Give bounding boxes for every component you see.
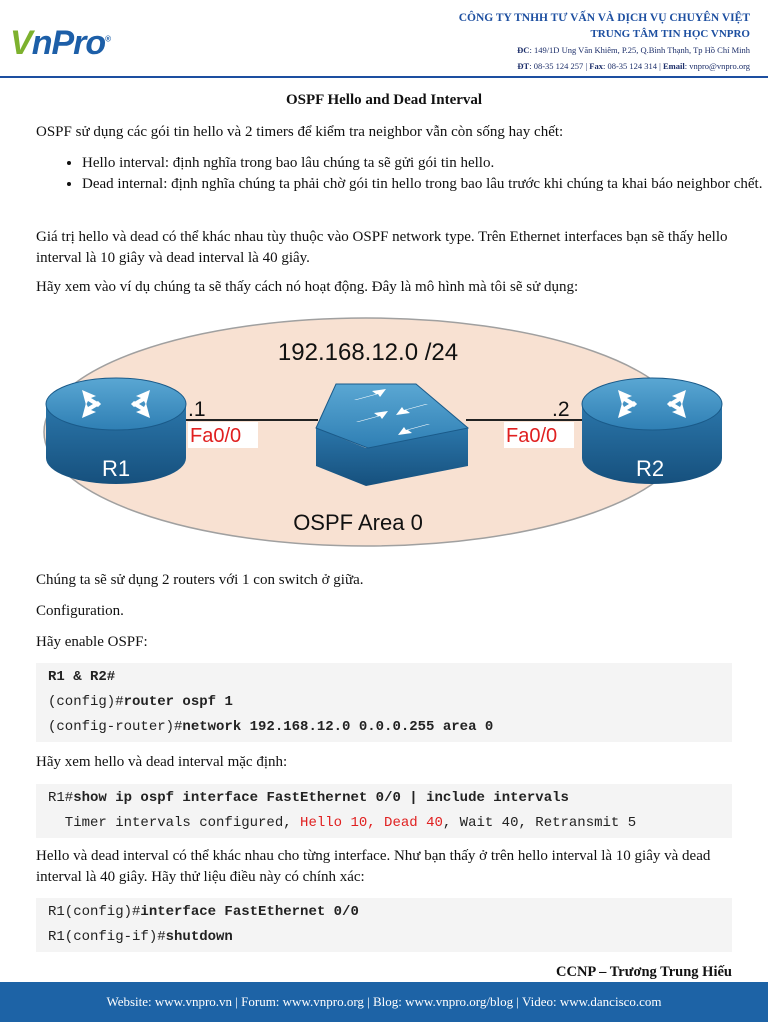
r1-interface-label: Fa0/0 (190, 425, 241, 447)
code-line: R1(config)#interface FastEthernet 0/0 (48, 904, 359, 920)
list-item: Hello interval: định nghĩa trong bao lâu… (82, 153, 768, 174)
network-label: 192.168.12.0 /24 (278, 339, 458, 366)
example-paragraph: Hãy xem vào ví dụ chúng ta sẽ thấy cách … (36, 279, 579, 295)
intro-paragraph: OSPF sử dụng các gói tin hello và 2 time… (36, 124, 564, 140)
company-contacts: ĐT: 08-35 124 257 | Fax: 08-35 124 314 |… (517, 61, 750, 71)
topology-diagram: R1 R2 192.168.12.0 /24 OSPF Area 0 .1 .2… (43, 317, 723, 547)
footer-links: Website: www.vnpro.vn | Forum: www.vnpro… (106, 994, 662, 1009)
code-block-enable-ospf: R1 & R2# (config)#router ospf 1 (config-… (36, 663, 732, 742)
verify-paragraph: Hello và dead interval có thể khác nhau … (36, 848, 711, 885)
company-name: CÔNG TY TNHH TƯ VẤN VÀ DỊCH VỤ CHUYÊN VI… (458, 12, 750, 24)
code-block-shutdown: R1(config)#interface FastEthernet 0/0 R1… (36, 898, 732, 952)
code-line: (config-router)#network 192.168.12.0 0.0… (48, 719, 494, 735)
configuration-heading: Configuration. (36, 603, 124, 619)
r1-ip-label: .1 (188, 398, 206, 421)
network-type-paragraph: Giá trị hello và dead có thể khác nhau t… (36, 229, 728, 266)
r2-interface-label: Fa0/0 (506, 425, 557, 447)
list-item: Dead internal: định nghĩa chúng ta phải … (82, 174, 768, 195)
page-header: VnPro® CÔNG TY TNHH TƯ VẤN VÀ DỊCH VỤ CH… (0, 0, 768, 82)
router-r2-icon (581, 377, 723, 484)
company-info: CÔNG TY TNHH TƯ VẤN VÀ DỊCH VỤ CHUYÊN VI… (330, 12, 750, 71)
default-intervals-paragraph: Hãy xem hello và dead interval mặc định: (36, 754, 288, 770)
company-address: ĐC: 149/1D Ung Văn Khiêm, P.25, Q.Bình T… (517, 45, 750, 55)
author-signature: CCNP – Trương Trung Hiếu (556, 964, 732, 980)
code-block-show-intervals: R1#show ip ospf interface FastEthernet 0… (36, 784, 732, 838)
router-r1-label: R1 (102, 456, 130, 481)
center-name: TRUNG TÂM TIN HỌC VNPRO (590, 28, 750, 40)
enable-ospf-paragraph: Hãy enable OSPF: (36, 634, 148, 650)
router-r2-label: R2 (636, 456, 664, 481)
vnpro-logo: VnPro® (10, 24, 111, 62)
code-line: R1 & R2# (48, 669, 116, 685)
page-title: OSPF Hello and Dead Interval (285, 92, 483, 108)
r2-ip-label: .2 (552, 398, 570, 421)
code-line: (config)#router ospf 1 (48, 694, 233, 710)
router-r1-icon (45, 377, 187, 484)
topology-paragraph: Chúng ta sẽ sử dụng 2 routers với 1 con … (36, 572, 364, 588)
code-line: R1#show ip ospf interface FastEthernet 0… (48, 790, 569, 806)
code-line: R1(config-if)#shutdown (48, 929, 233, 945)
area-label: OSPF Area 0 (293, 510, 423, 535)
footer-bar: Website: www.vnpro.vn | Forum: www.vnpro… (0, 982, 768, 1022)
switch-icon (315, 383, 470, 486)
timer-list: Hello interval: định nghĩa trong bao lâu… (36, 153, 768, 195)
header-divider (0, 76, 768, 78)
code-line: Timer intervals configured, Hello 10, De… (48, 815, 637, 831)
